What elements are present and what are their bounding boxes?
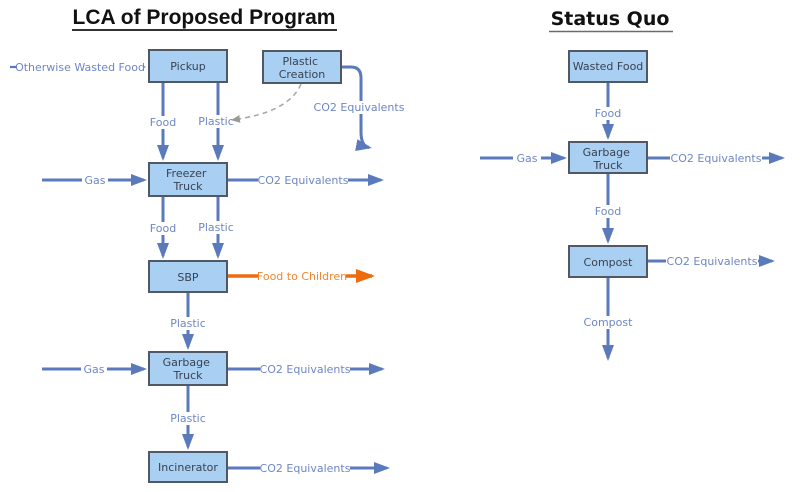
label-compost-out: Compost — [584, 316, 634, 329]
node-garbage-truck-left — [148, 351, 228, 386]
garbage-truck-left-line2: Truck — [172, 369, 203, 382]
node-incinerator — [148, 451, 228, 483]
label-plastic-garbage: Plastic — [170, 412, 206, 425]
label-gas-garbage: Gas — [84, 363, 105, 376]
node-wasted-food — [568, 50, 648, 83]
right-diagram-title: Status Quo — [551, 8, 670, 30]
node-compost — [568, 245, 648, 278]
plastic-creation-line1: Plastic — [282, 55, 318, 68]
node-wasted-food-label: Wasted Food — [573, 60, 644, 73]
label-co2-freezer: CO2 Equivalents — [258, 174, 349, 187]
mask-otherwise-wasted-food — [17, 61, 144, 74]
label-food-garbage: Food — [595, 205, 621, 218]
node-pickup-label: Pickup — [170, 60, 205, 73]
label-co2-incinerator: CO2 Equivalents — [260, 462, 351, 475]
left-diagram-title: LCA of Proposed Program — [73, 6, 336, 29]
label-plastic-freezer: Plastic — [198, 221, 234, 234]
node-plastic-creation-label: Plastic Creation — [279, 55, 326, 81]
label-food-pickup: Food — [150, 116, 176, 129]
label-co2-plastic-creation: CO2 Equivalents — [314, 101, 405, 114]
node-freezer-truck — [148, 162, 228, 197]
label-food-to-children: Food to Children — [257, 270, 347, 283]
mask-co2-incinerator — [260, 462, 350, 475]
mask-gas-2 — [81, 363, 107, 375]
edge-co2-plastic-creation — [341, 65, 372, 151]
mask-food-to-children — [258, 270, 346, 283]
mask-compost-out — [584, 316, 632, 329]
garbage-truck-right-line1: Garbage — [583, 146, 630, 159]
node-pickup — [148, 49, 228, 83]
label-co2-compost: CO2 Equivalents — [667, 255, 758, 268]
label-plastic-pickup: Plastic — [198, 115, 234, 128]
label-plastic-sbp: Plastic — [170, 317, 206, 330]
mask-gas-right — [513, 152, 541, 164]
node-plastic-creation — [262, 50, 342, 84]
mask-gas-1 — [82, 174, 108, 186]
mask-food-1 — [147, 116, 179, 129]
freezer-truck-line1: Freezer — [166, 167, 207, 180]
node-sbp — [148, 260, 228, 293]
label-gas-garbage-right: Gas — [517, 152, 538, 165]
node-freezer-truck-label: Freezer Truck — [166, 167, 210, 193]
freezer-truck-line2: Truck — [172, 180, 203, 193]
mask-plastic-3 — [168, 317, 208, 330]
node-sbp-label: SBP — [177, 271, 199, 284]
mask-co2-garbage-right — [670, 152, 762, 165]
mask-co2-freezer — [258, 174, 348, 187]
label-gas-freezer: Gas — [85, 174, 106, 187]
mask-food-right-2 — [591, 205, 625, 218]
label-co2-garbage: CO2 Equivalents — [260, 363, 351, 376]
label-otherwise-wasted-food: Otherwise Wasted Food — [15, 61, 145, 74]
mask-co2-plastic-creation — [316, 101, 403, 114]
label-food-freezer: Food — [150, 222, 176, 235]
mask-food-right-1 — [591, 107, 625, 120]
mask-plastic-4 — [168, 412, 208, 425]
mask-plastic-1 — [197, 115, 235, 128]
edge-dashed-plastic-creation-to-plastic — [231, 83, 302, 123]
mask-co2-garbage — [260, 363, 350, 376]
node-incinerator-label: Incinerator — [158, 461, 218, 474]
garbage-truck-left-line1: Garbage — [163, 356, 210, 369]
mask-plastic-2 — [197, 221, 235, 234]
mask-co2-compost — [666, 255, 758, 268]
node-garbage-truck-left-label: Garbage Truck — [163, 356, 214, 382]
mask-food-2 — [147, 222, 179, 235]
plastic-creation-line2: Creation — [279, 68, 326, 81]
label-food-wasted: Food — [595, 107, 621, 120]
label-co2-garbage-right: CO2 Equivalents — [671, 152, 762, 165]
node-compost-label: Compost — [584, 256, 634, 269]
garbage-truck-right-line2: Truck — [592, 159, 623, 172]
node-garbage-truck-right — [568, 141, 648, 174]
node-garbage-truck-right-label: Garbage Truck — [583, 146, 634, 172]
